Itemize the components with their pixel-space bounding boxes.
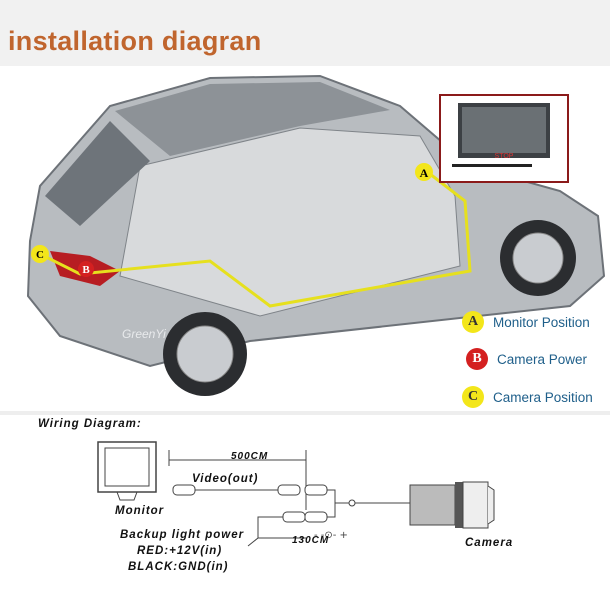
legend-label: Camera Position	[493, 389, 593, 405]
video-connector-male	[277, 484, 301, 496]
car-interior	[119, 127, 461, 317]
legend-camera-power: B Camera Power	[466, 348, 587, 370]
video-connector-female	[304, 484, 328, 496]
title-banner: installation diagran	[0, 0, 610, 66]
legend-badge-a: A	[462, 311, 484, 333]
power-connector-male	[282, 511, 306, 523]
legend-camera-position: C Camera Position	[462, 386, 593, 408]
red-wire-label: RED:+12V(in)	[137, 545, 223, 557]
marker-b-label: B	[82, 264, 90, 276]
legend-monitor-position: A Monitor Position	[462, 311, 590, 333]
black-wire-label: BLACK:GND(in)	[128, 561, 229, 573]
page-title: installation diagran	[8, 26, 262, 56]
backup-light-power-label: Backup light power	[120, 529, 245, 541]
marker-c	[31, 245, 49, 263]
legend-label: Monitor Position	[493, 314, 590, 330]
marker-a	[415, 163, 433, 181]
video-out-label: Video(out)	[192, 473, 259, 485]
rear-window	[45, 121, 150, 226]
marker-a-label: A	[420, 166, 429, 180]
length-130cm: 130CM	[292, 535, 330, 546]
camera-label: Camera	[465, 537, 514, 549]
dc-polarity-symbol: - -⊙- +	[314, 530, 348, 541]
marker-b	[78, 261, 94, 277]
car-roof-glass	[115, 82, 390, 156]
car-drawing: STOP A B C GreenYi	[26, 74, 606, 396]
camera-icon	[409, 481, 495, 529]
video-plug	[172, 484, 196, 496]
screen-stop-text: STOP	[495, 153, 514, 160]
legend-badge-c: C	[462, 386, 484, 408]
power-connector-female	[304, 511, 328, 523]
monitor-label: Monitor	[115, 505, 165, 517]
wiring-heading: Wiring Diagram:	[38, 418, 142, 430]
car-illustration: STOP A B C GreenYi A Monitor Position B …	[0, 66, 610, 411]
length-500cm: 500CM	[231, 451, 269, 462]
watermark: GreenYi	[122, 327, 166, 341]
divider	[0, 411, 610, 415]
legend-label: Camera Power	[497, 351, 588, 367]
wiring-drawing: - -⊙- +	[97, 441, 495, 547]
legend-badge-b: B	[466, 348, 488, 370]
marker-c-label: C	[36, 249, 44, 261]
